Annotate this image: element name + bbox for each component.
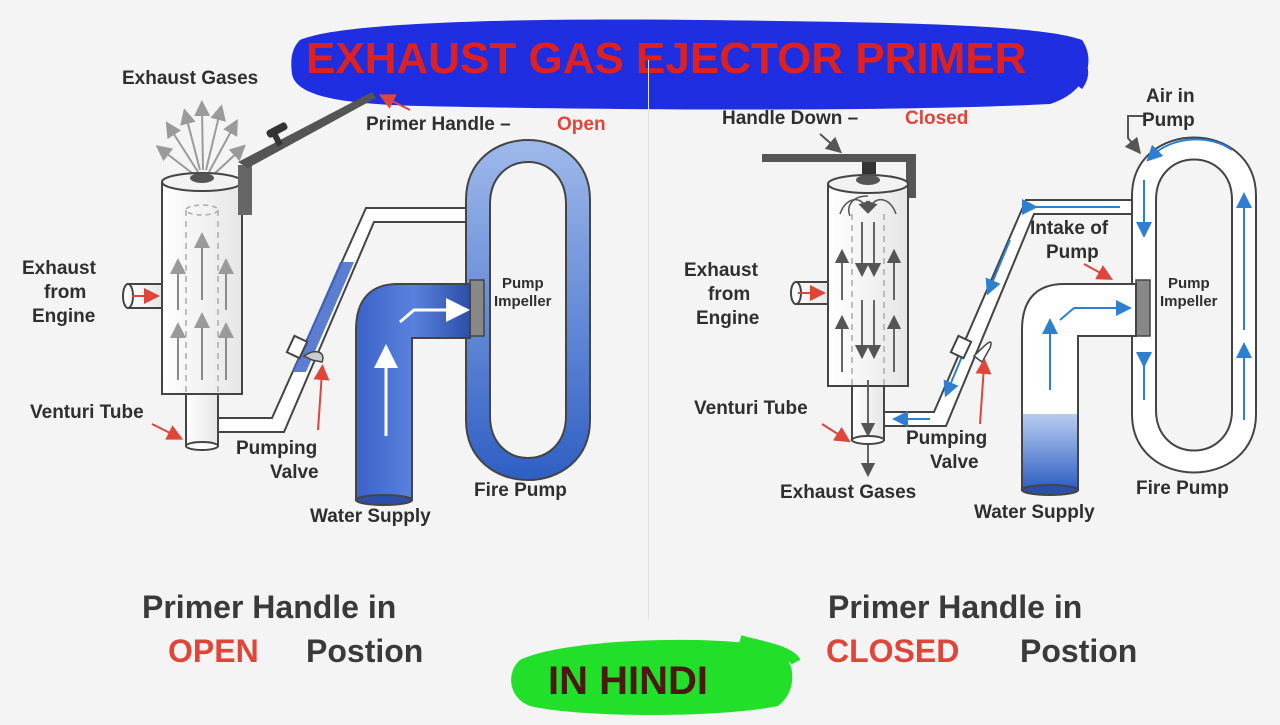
right-label-water-supply: Water Supply — [974, 502, 1095, 523]
left-label-fire-pump: Fire Pump — [474, 480, 567, 501]
panel-divider — [648, 60, 649, 620]
right-label-exhaust-from-engine-3: Engine — [696, 308, 759, 329]
left-label-venturi-tube: Venturi Tube — [30, 402, 144, 423]
left-label-water-supply: Water Supply — [310, 506, 431, 527]
left-caption-line1: Primer Handle in — [142, 589, 396, 625]
right-label-handle-down: Handle Down – — [722, 108, 858, 129]
primer-handle-closed — [762, 154, 916, 198]
left-pointer-arrows — [132, 94, 411, 440]
right-label-fire-pump: Fire Pump — [1136, 478, 1229, 499]
left-label-pumping-valve-1: Pumping — [236, 438, 317, 459]
right-label-venturi-tube: Venturi Tube — [694, 398, 808, 419]
right-caption-line1: Primer Handle in — [828, 589, 1082, 625]
right-label-intake-of-pump-2: Pump — [1046, 242, 1099, 263]
left-label-pump-impeller-2: Impeller — [494, 293, 552, 310]
title-brush-stroke — [291, 19, 1089, 110]
right-label-air-in-pump-2: Pump — [1142, 110, 1195, 131]
left-label-exhaust-from-engine-2: from — [44, 282, 86, 303]
left-label-exhaust-from-engine-3: Engine — [32, 306, 95, 327]
title-banner: EXHAUST GAS EJECTOR PRIMER — [291, 19, 1089, 110]
fire-pump-loop-right — [1131, 136, 1257, 474]
left-caption-state: OPEN — [168, 633, 259, 669]
left-label-pumping-valve-2: Valve — [270, 462, 319, 483]
hindi-badge-label: IN HINDI — [548, 659, 708, 703]
title: EXHAUST GAS EJECTOR PRIMER — [306, 34, 1026, 83]
left-label-pump-impeller-1: Pump — [502, 275, 544, 292]
exhaust-gas-out-arrows — [155, 100, 246, 177]
primer-handle-open — [238, 92, 376, 215]
fire-pump-loop-left — [465, 139, 591, 481]
right-label-exhaust-gases: Exhaust Gases — [780, 482, 916, 503]
ejector-body-right — [790, 174, 909, 478]
right-label-pump-impeller-2: Impeller — [1160, 293, 1218, 310]
right-label-intake-of-pump-1: Intake of — [1030, 218, 1109, 239]
right-pointer-arrows — [798, 115, 1144, 443]
left-label-exhaust-gases: Exhaust Gases — [122, 68, 258, 89]
right-label-exhaust-from-engine-2: from — [708, 284, 750, 305]
right-caption-state: CLOSED — [826, 633, 959, 669]
right-caption-rest: Postion — [1020, 633, 1137, 669]
right-label-pump-impeller-1: Pump — [1168, 275, 1210, 292]
right-label-handle-down-state: Closed — [905, 108, 968, 129]
right-diagram: Handle Down – Closed Air in Pump Intake … — [684, 86, 1257, 669]
left-label-primer-handle-state: Open — [557, 114, 606, 135]
water-supply-pipe-left — [355, 283, 471, 506]
left-diagram: Exhaust Gases Primer Handle – Open Exhau… — [22, 68, 606, 669]
title-brush-rough — [293, 45, 1089, 89]
left-caption-rest: Postion — [306, 633, 423, 669]
right-label-air-in-pump-1: Air in — [1146, 86, 1195, 107]
left-label-exhaust-from-engine-1: Exhaust — [22, 258, 97, 279]
right-label-pumping-valve-2: Valve — [930, 452, 979, 473]
right-label-pumping-valve-1: Pumping — [906, 428, 987, 449]
left-label-primer-handle: Primer Handle – — [366, 114, 511, 135]
hindi-badge: IN HINDI — [511, 635, 801, 715]
right-label-exhaust-from-engine-1: Exhaust — [684, 260, 759, 281]
water-supply-pipe-right — [1021, 283, 1137, 496]
